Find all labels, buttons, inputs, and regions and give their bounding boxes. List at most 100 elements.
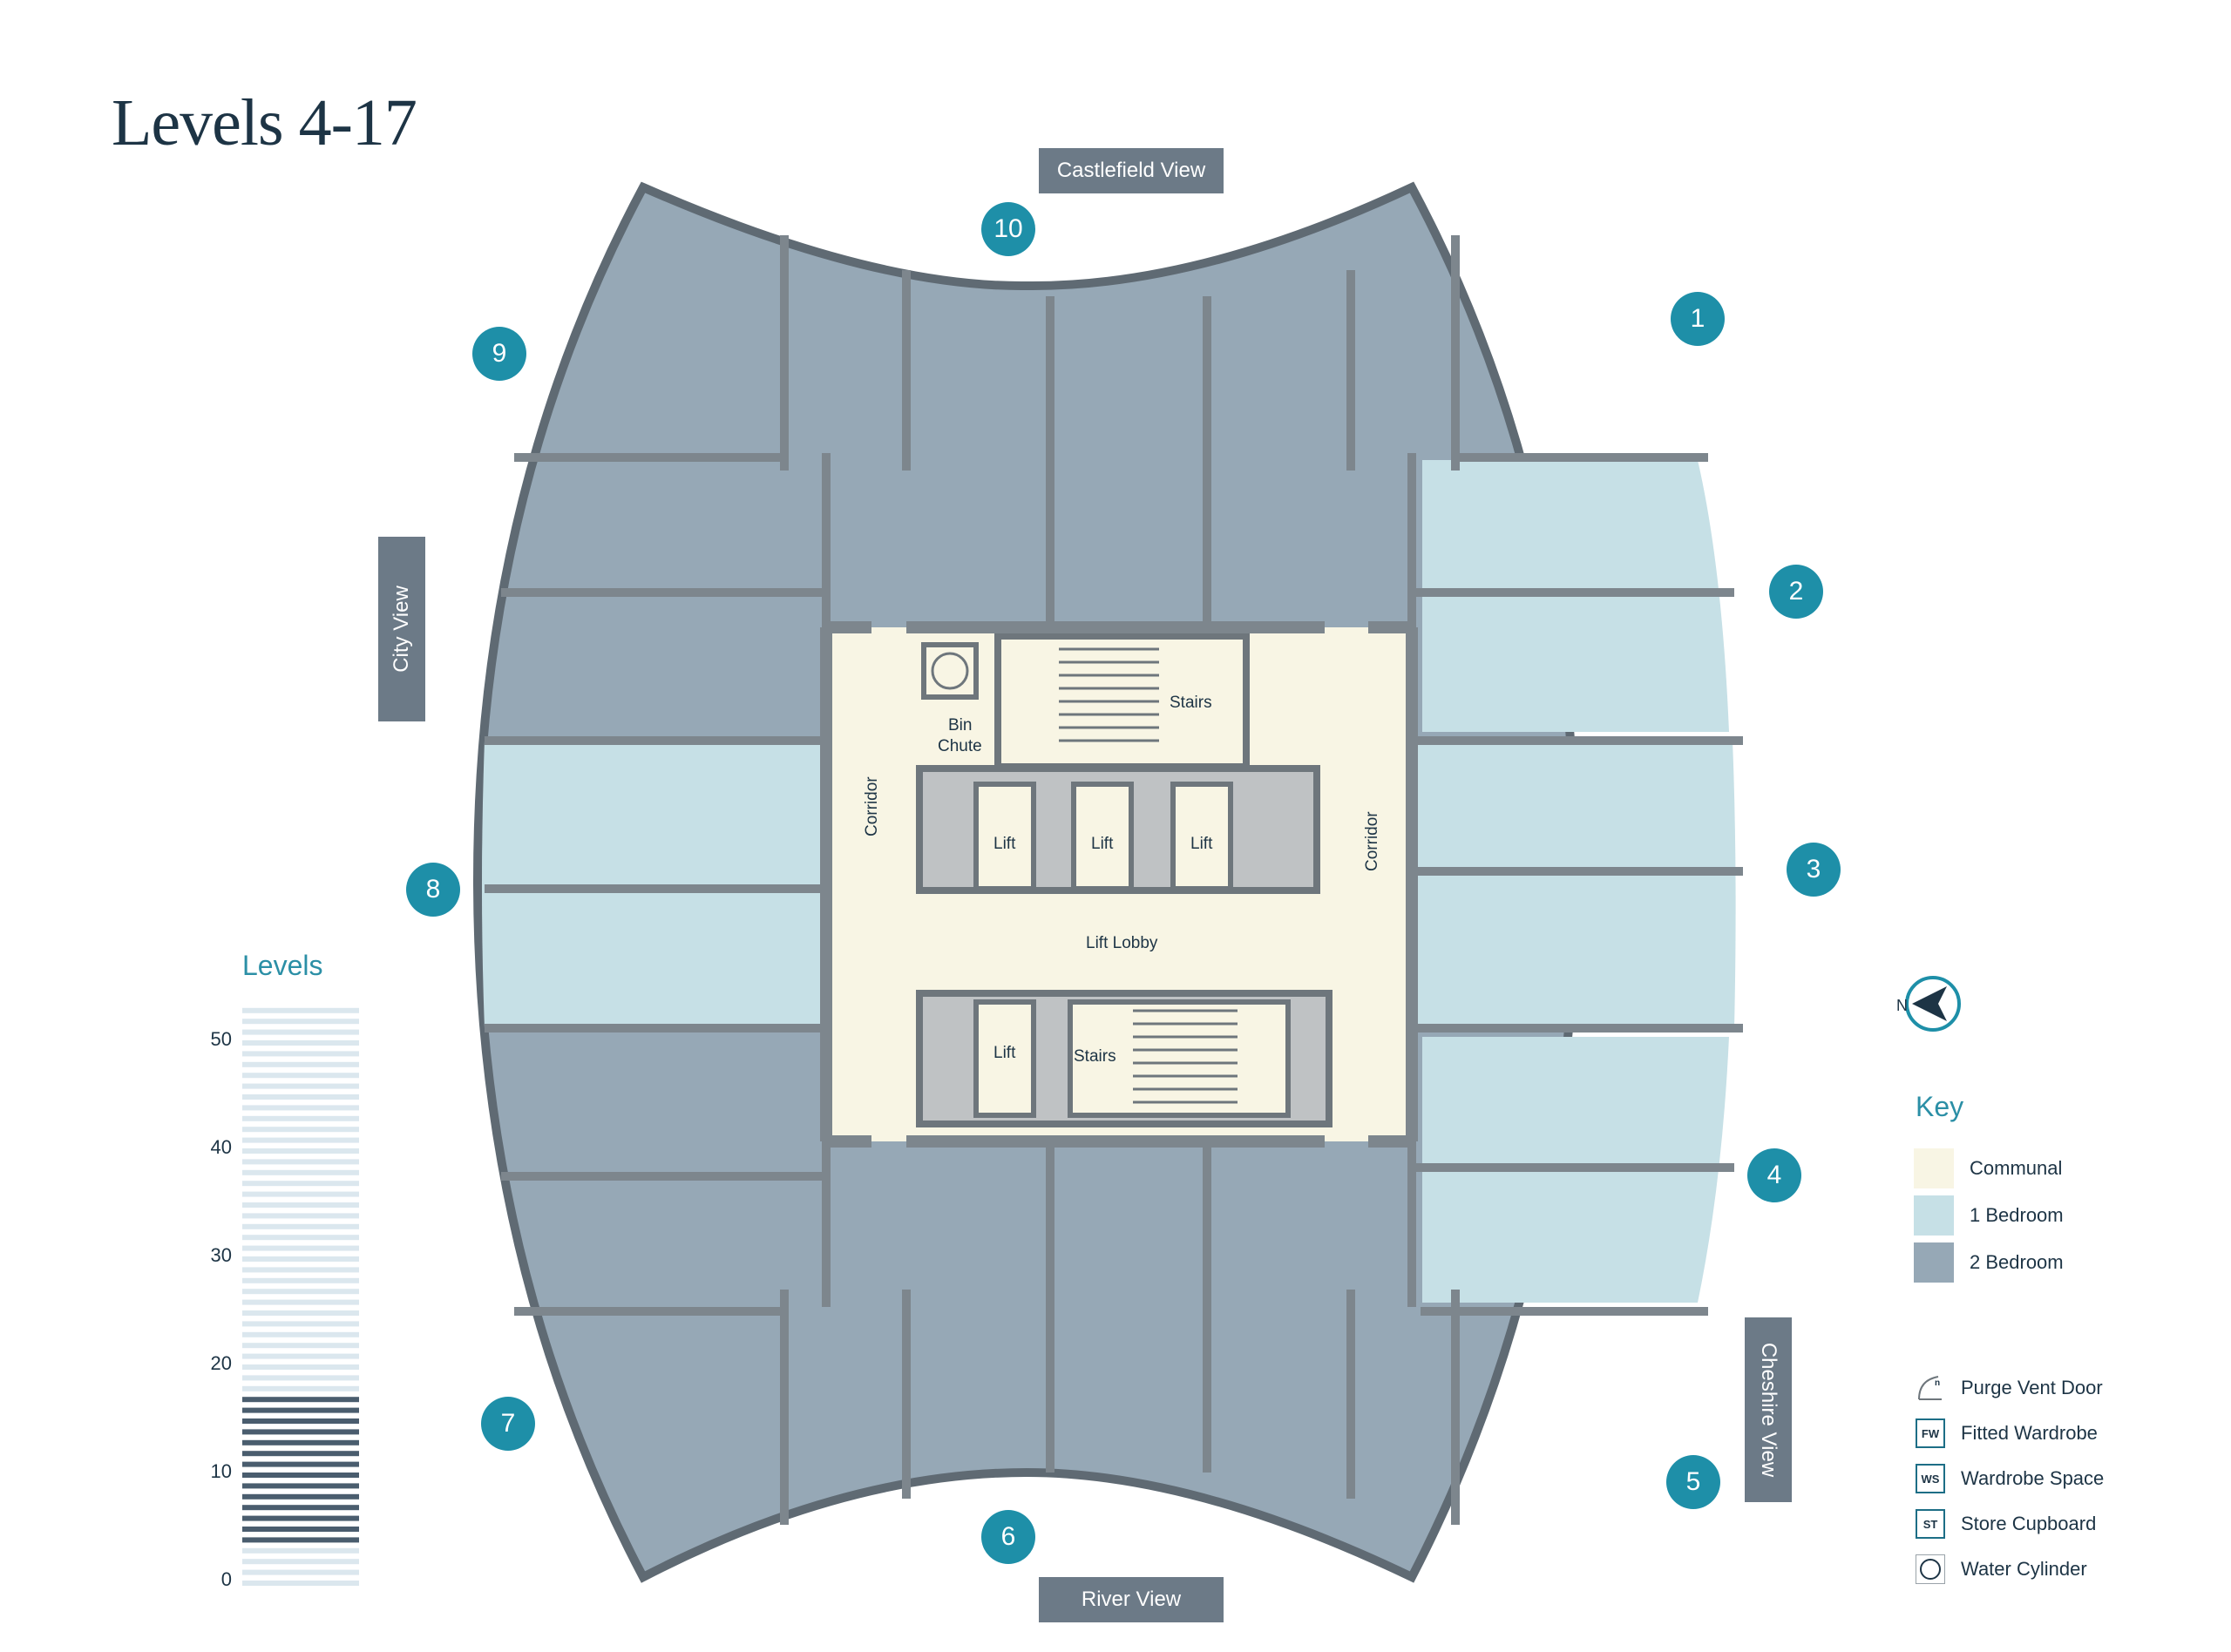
unit-badge-8[interactable]: 8 <box>406 863 460 917</box>
level-line <box>242 1019 359 1025</box>
level-line <box>242 1148 359 1154</box>
unit-badge-1[interactable]: 1 <box>1671 292 1725 346</box>
level-line <box>242 1181 359 1187</box>
level-tick-0: 0 <box>220 1568 232 1590</box>
key-row-1-bedroom: 1 Bedroom <box>1914 1195 2064 1236</box>
key-label-purge-vent: Purge Vent Door <box>1961 1377 2103 1398</box>
level-line <box>242 1256 359 1262</box>
level-line <box>242 1191 359 1197</box>
key-label-wardrobe-space: Wardrobe Space <box>1961 1467 2105 1489</box>
level-line <box>242 1159 359 1165</box>
level-line <box>242 1267 359 1273</box>
key-symbols: n Purge Vent Door FW Fitted Wardrobe WS … <box>1916 1373 2104 1584</box>
key-row-fitted-wardrobe: FW Fitted Wardrobe <box>1916 1418 2104 1448</box>
view-label-left-text: City View <box>390 586 413 673</box>
store-cupboard-icon: ST <box>1916 1509 1945 1539</box>
key-row-water-cylinder: Water Cylinder <box>1916 1554 2104 1584</box>
level-line <box>242 1569 359 1575</box>
level-line-highlighted <box>242 1473 359 1478</box>
level-line <box>242 1581 359 1586</box>
key-row-communal: Communal <box>1914 1148 2064 1188</box>
lift-2-label: Lift <box>1091 835 1114 853</box>
level-line <box>242 1321 359 1327</box>
unit-badge-4[interactable]: 4 <box>1747 1148 1801 1202</box>
level-line <box>242 1289 359 1295</box>
level-line-highlighted <box>242 1439 359 1446</box>
view-label-right: Cheshire View <box>1745 1317 1792 1502</box>
level-line <box>242 1029 359 1035</box>
level-line-highlighted <box>242 1451 359 1457</box>
level-line <box>242 1202 359 1208</box>
level-line <box>242 1007 359 1013</box>
level-line-highlighted <box>242 1397 359 1403</box>
stairs-top-label: Stairs <box>1170 694 1212 712</box>
svg-text:n: n <box>1935 1378 1940 1388</box>
view-label-bottom: River View <box>1039 1577 1224 1622</box>
key-label-communal: Communal <box>1970 1157 2063 1179</box>
water-cylinder-icon <box>1916 1554 1945 1584</box>
level-line-highlighted <box>242 1418 359 1424</box>
level-line-highlighted <box>242 1461 359 1467</box>
level-line <box>242 1083 359 1089</box>
level-line <box>242 1375 359 1381</box>
key-label-1-bedroom: 1 Bedroom <box>1970 1204 2064 1226</box>
level-tick-30: 30 <box>210 1244 232 1266</box>
key-label-fitted-wardrobe: Fitted Wardrobe <box>1961 1422 2098 1444</box>
level-line <box>242 1277 359 1283</box>
key-row-store-cupboard: ST Store Cupboard <box>1916 1509 2104 1539</box>
lift-1-label: Lift <box>993 835 1016 853</box>
purge-vent-door-icon: n <box>1916 1373 1945 1403</box>
level-line <box>242 1353 359 1359</box>
level-line <box>242 1331 359 1337</box>
key-label-2-bedroom: 2 Bedroom <box>1970 1251 2064 1273</box>
level-tick-10: 10 <box>210 1460 232 1482</box>
level-tick-20: 20 <box>210 1352 232 1374</box>
north-arrow-icon: N <box>1896 976 1961 1032</box>
level-line <box>242 1073 359 1079</box>
unit-badge-2[interactable]: 2 <box>1769 565 1823 619</box>
unit-badge-3[interactable]: 3 <box>1787 843 1841 897</box>
level-line <box>242 1040 359 1046</box>
unit-badge-6[interactable]: 6 <box>981 1510 1035 1564</box>
level-line <box>242 1213 359 1219</box>
unit-badge-5[interactable]: 5 <box>1666 1455 1720 1509</box>
unit-badge-9[interactable]: 9 <box>472 327 526 381</box>
level-tick-40: 40 <box>210 1136 232 1158</box>
level-line <box>242 1105 359 1111</box>
level-line-highlighted <box>242 1407 359 1413</box>
level-line-highlighted <box>242 1505 359 1511</box>
level-line <box>242 1343 359 1349</box>
level-line-highlighted <box>242 1483 359 1489</box>
key-title: Key <box>1916 1091 1964 1122</box>
key-row-2-bedroom: 2 Bedroom <box>1914 1242 2064 1283</box>
page-title: Levels 4-17 <box>112 86 417 159</box>
view-label-right-text: Cheshire View <box>1757 1342 1780 1478</box>
one-bedroom-swatch <box>1914 1195 1954 1236</box>
level-line <box>242 1235 359 1241</box>
level-line <box>242 1310 359 1316</box>
level-line <box>242 1223 359 1229</box>
svg-text:N: N <box>1896 997 1908 1014</box>
key-areas: Communal 1 Bedroom 2 Bedroom <box>1914 1148 2064 1283</box>
key-label-water-cylinder: Water Cylinder <box>1961 1558 2087 1580</box>
level-line-highlighted <box>242 1515 359 1521</box>
level-tick-50: 50 <box>210 1028 232 1050</box>
level-line <box>242 1559 359 1565</box>
fitted-wardrobe-icon: FW <box>1916 1418 1945 1448</box>
level-line-highlighted <box>242 1429 359 1435</box>
level-line <box>242 1169 359 1175</box>
chute-label: Chute <box>938 737 982 755</box>
unit-3-area <box>1412 741 1736 1028</box>
unit-badge-7[interactable]: 7 <box>481 1397 535 1451</box>
level-line <box>242 1137 359 1143</box>
level-line-highlighted <box>242 1537 359 1543</box>
lift-4-label: Lift <box>993 1044 1016 1062</box>
levels-title: Levels <box>242 950 323 981</box>
lift-lobby-label: Lift Lobby <box>1086 934 1158 952</box>
unit-badge-10[interactable]: 10 <box>981 202 1035 256</box>
level-line <box>242 1299 359 1305</box>
lift-3-label: Lift <box>1190 835 1213 853</box>
level-line-highlighted <box>242 1493 359 1500</box>
corridor-right-label: Corridor <box>1363 811 1381 871</box>
